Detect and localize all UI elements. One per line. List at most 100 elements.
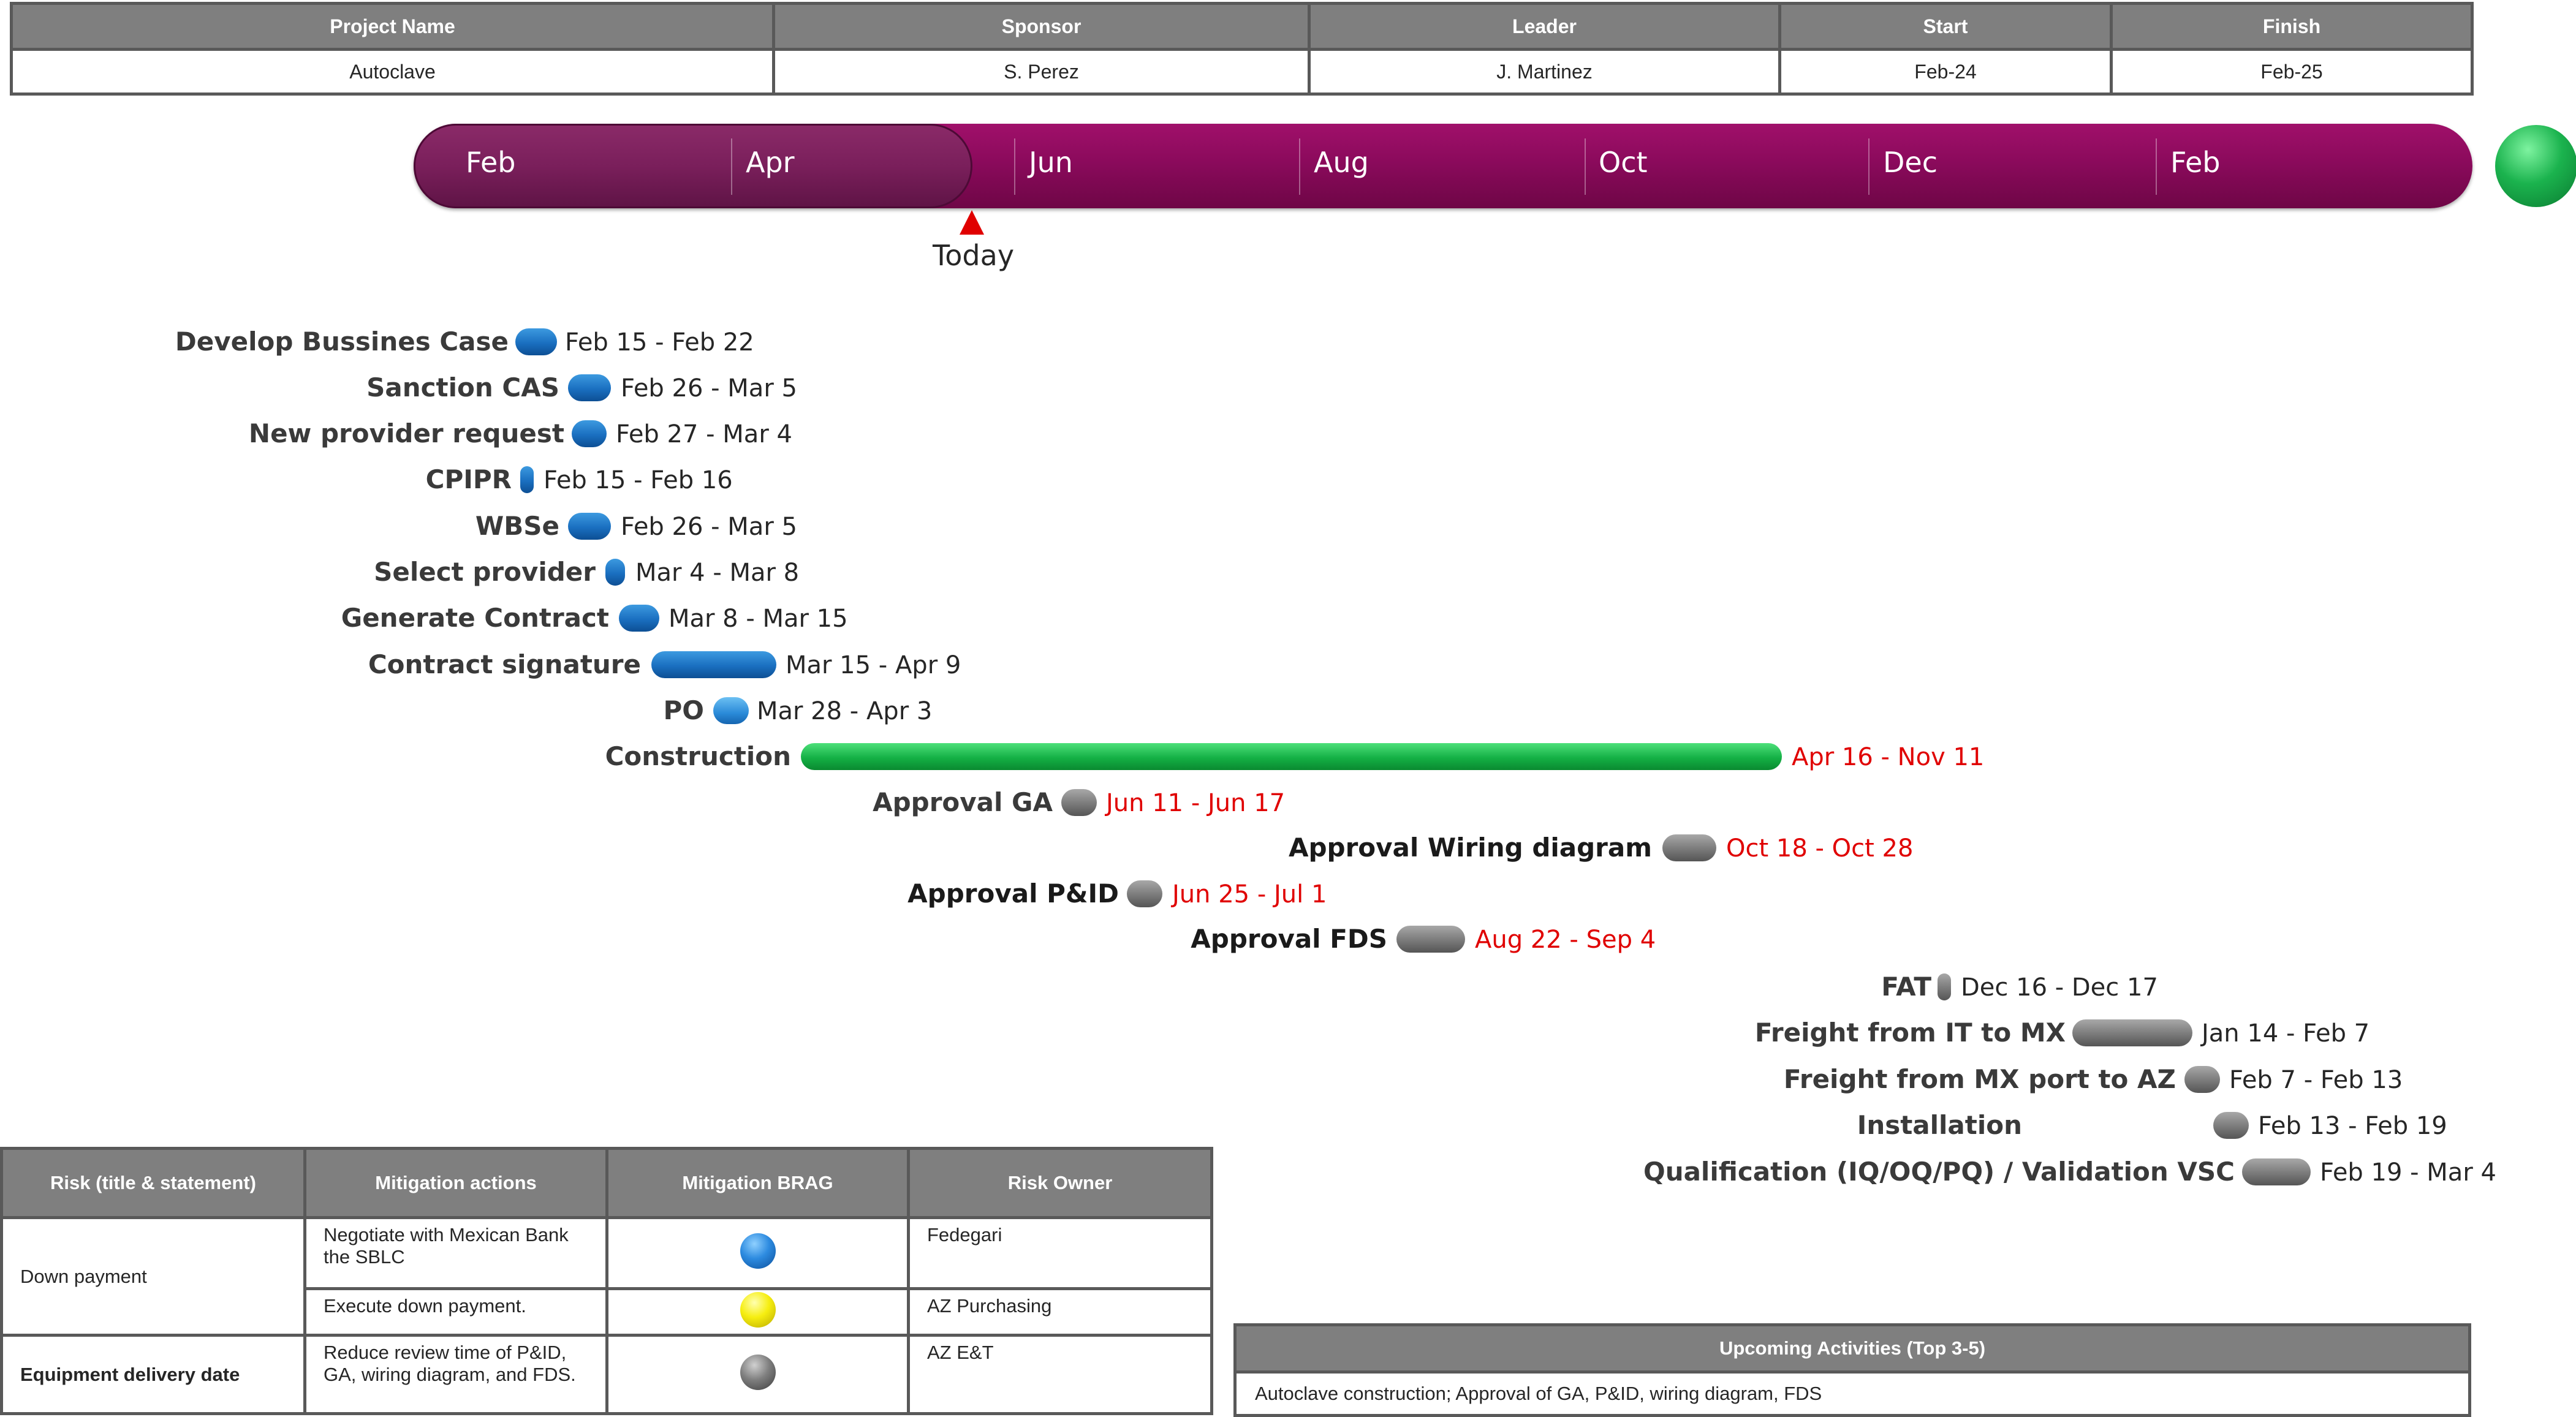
task-name: Freight from IT to MX — [1754, 1018, 2066, 1048]
task-dates: Feb 26 - Mar 5 — [621, 374, 797, 402]
task-dates: Feb 26 - Mar 5 — [621, 513, 797, 541]
brag-cell — [605, 1216, 910, 1290]
risk-table-header: Risk (title & statement) Mitigation acti… — [0, 1147, 1213, 1219]
task-name: Approval P&ID — [907, 879, 1119, 909]
header-sponsor: Sponsor — [772, 2, 1311, 51]
task-bar — [568, 513, 611, 540]
task-name: WBSe — [475, 511, 559, 541]
task-dates: Aug 22 - Sep 4 — [1475, 926, 1656, 954]
task-name: FAT — [1881, 972, 1931, 1002]
task-bar — [520, 466, 534, 493]
timeline-divider — [731, 138, 732, 195]
task-bar — [2072, 1019, 2192, 1046]
task-dates: Feb 27 - Mar 4 — [616, 420, 792, 448]
month-label: Dec — [1883, 146, 1938, 179]
task-dates: Mar 28 - Apr 3 — [757, 697, 933, 725]
start-value: Feb-24 — [1778, 48, 2113, 96]
month-label: Apr — [746, 146, 795, 179]
risk-row: Equipment delivery date Reduce review ti… — [0, 1334, 1213, 1415]
risk-owner: Fedegari — [907, 1216, 1213, 1290]
leader-value: J. Martinez — [1308, 48, 1781, 96]
task-name: Approval Wiring diagram — [1288, 833, 1652, 863]
task-dates: Mar 8 - Mar 15 — [669, 605, 848, 633]
project-info-values-row: Autoclave S. Perez J. Martinez Feb-24 Fe… — [10, 48, 2474, 96]
header-start: Start — [1778, 2, 2113, 51]
task-dates: Feb 13 - Feb 19 — [2258, 1112, 2447, 1140]
task-dates: Apr 16 - Nov 11 — [1792, 743, 1985, 771]
risk-table: Risk (title & statement) Mitigation acti… — [0, 1147, 1213, 1415]
header-finish: Finish — [2110, 2, 2474, 51]
today-marker-icon — [960, 210, 984, 235]
project-info-header-row: Project Name Sponsor Leader Start Finish — [10, 2, 2474, 51]
task-bar — [1061, 789, 1097, 816]
brag-cell — [605, 1287, 910, 1337]
timeline-divider — [1014, 138, 1015, 195]
task-bar — [801, 743, 1782, 770]
month-label: Feb — [466, 146, 516, 179]
task-bar — [1662, 834, 1716, 861]
task-bar — [2242, 1158, 2311, 1185]
mitigation-action: Reduce review time of P&ID, GA, wiring d… — [303, 1334, 608, 1415]
task-name: Approval GA — [873, 787, 1053, 817]
task-dates: Dec 16 - Dec 17 — [1961, 973, 2158, 1002]
timeline-divider — [2156, 138, 2157, 195]
task-dates: Feb 7 - Feb 13 — [2229, 1066, 2403, 1094]
task-bar — [2184, 1066, 2220, 1093]
brag-yellow-icon — [740, 1291, 776, 1328]
project-name-value: Autoclave — [10, 48, 775, 96]
task-bar — [651, 651, 776, 678]
sponsor-value: S. Perez — [772, 48, 1311, 96]
brag-blue-icon — [740, 1233, 776, 1269]
risk-title: Down payment — [0, 1216, 306, 1337]
header-mitigation-actions: Mitigation actions — [303, 1147, 608, 1219]
task-dates: Feb 19 - Mar 4 — [2320, 1158, 2496, 1187]
task-name: Select provider — [374, 557, 596, 587]
task-dates: Jun 11 - Jun 17 — [1106, 789, 1286, 817]
risk-owner: AZ E&T — [907, 1334, 1213, 1415]
task-bar — [605, 559, 625, 586]
brag-cell — [605, 1334, 910, 1415]
task-name: Installation — [1857, 1110, 2022, 1140]
upcoming-header: Upcoming Activities (Top 3-5) — [1233, 1323, 2471, 1374]
risk-row: Execute down payment. AZ Purchasing — [2, 1287, 1213, 1337]
task-dates: Oct 18 - Oct 28 — [1726, 834, 1914, 863]
task-bar — [1127, 880, 1162, 907]
task-dates: Feb 15 - Feb 16 — [544, 466, 733, 494]
task-bar — [2213, 1112, 2249, 1139]
task-bar — [619, 605, 659, 632]
month-label: Jun — [1029, 146, 1073, 179]
timeline-divider — [1585, 138, 1586, 195]
task-dates: Mar 4 - Mar 8 — [635, 559, 800, 587]
risk-row: Down payment Negotiate with Mexican Bank… — [0, 1216, 1213, 1337]
task-name: CPIPR — [425, 464, 512, 494]
task-bar — [515, 328, 557, 355]
brag-gray-icon — [740, 1354, 776, 1390]
task-name: Contract signature — [368, 649, 641, 679]
finish-value: Feb-25 — [2110, 48, 2474, 96]
risk-owner: AZ Purchasing — [907, 1287, 1213, 1337]
month-label: Aug — [1314, 146, 1369, 179]
upcoming-activities-table: Upcoming Activities (Top 3-5) Autoclave … — [1233, 1323, 2471, 1417]
task-bar — [1396, 926, 1465, 953]
task-name: Construction — [605, 741, 791, 771]
today-label: Today — [933, 239, 1015, 272]
timeline-elapsed-segment — [414, 124, 972, 208]
month-label: Oct — [1599, 146, 1648, 179]
header-mitigation-brag: Mitigation BRAG — [605, 1147, 910, 1219]
finish-milestone-icon — [2495, 125, 2576, 207]
timeline-divider — [1299, 138, 1300, 195]
mitigation-action: Negotiate with Mexican Bank the SBLC — [303, 1216, 608, 1290]
header-risk: Risk (title & statement) — [0, 1147, 306, 1219]
timeline-divider — [1868, 138, 1869, 195]
task-name: Qualification (IQ/OQ/PQ) / Validation VS… — [1643, 1157, 2235, 1187]
task-dates: Feb 15 - Feb 22 — [565, 328, 754, 357]
header-leader: Leader — [1308, 2, 1781, 51]
upcoming-text: Autoclave construction; Approval of GA, … — [1233, 1370, 2471, 1417]
mitigation-action: Execute down payment. — [303, 1287, 608, 1337]
task-bar — [1938, 973, 1951, 1000]
header-risk-owner: Risk Owner — [907, 1147, 1213, 1219]
task-bar — [572, 420, 607, 447]
task-name: New provider request — [248, 418, 564, 448]
task-dates: Mar 15 - Apr 9 — [786, 651, 961, 679]
task-dates: Jan 14 - Feb 7 — [2202, 1019, 2370, 1048]
